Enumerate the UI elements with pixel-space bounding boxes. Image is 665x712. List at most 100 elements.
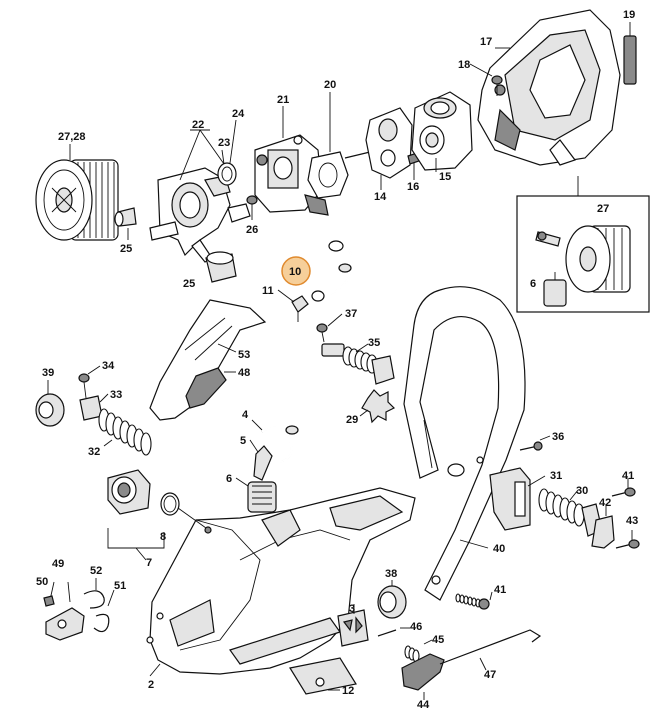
intake-boot-part[interactable] — [411, 91, 473, 171]
label-41a: 41 — [622, 470, 634, 482]
label-20: 20 — [324, 79, 336, 91]
filter-inset-part[interactable] — [565, 225, 631, 293]
label-14: 14 — [374, 191, 387, 203]
screw-37-part[interactable] — [316, 323, 328, 343]
label-35: 35 — [368, 337, 380, 349]
label-30: 30 — [576, 485, 588, 497]
label-10: 10 — [289, 266, 301, 278]
damping-strip-part[interactable] — [623, 35, 637, 85]
label-44: 44 — [417, 699, 430, 711]
plug-38-part[interactable] — [377, 585, 407, 619]
seal-8-part[interactable] — [160, 492, 212, 534]
lever-44-part[interactable] — [401, 653, 445, 691]
label-39: 39 — [42, 367, 54, 379]
label-50: 50 — [36, 576, 48, 588]
tank-cap-7-part[interactable] — [107, 469, 151, 515]
label-26: 26 — [246, 224, 258, 236]
handlebar-part[interactable] — [403, 286, 526, 601]
pin-46-part[interactable] — [377, 629, 397, 637]
support-bracket-part[interactable] — [489, 467, 531, 531]
screw-36-part[interactable] — [519, 441, 543, 451]
annular-buffer-part[interactable] — [321, 343, 395, 385]
label-25a: 25 — [120, 243, 132, 255]
label-2: 2 — [148, 679, 154, 691]
label-29: 29 — [346, 414, 358, 426]
plate-12-part[interactable] — [289, 657, 357, 695]
clip-50-part[interactable] — [43, 595, 55, 607]
grommet-part[interactable] — [205, 251, 237, 283]
screw-41-part[interactable] — [611, 487, 636, 497]
spring-clip-51-part[interactable] — [93, 613, 110, 633]
label-6a: 6 — [530, 278, 536, 290]
plug-33-part[interactable] — [79, 395, 103, 421]
hose-5-part[interactable] — [253, 445, 273, 481]
label-21: 21 — [277, 94, 289, 106]
label-24: 24 — [232, 108, 245, 120]
wire-clip-52-part[interactable] — [83, 590, 105, 609]
throttle-trigger-housing-part[interactable] — [149, 299, 267, 421]
label-18: 18 — [458, 59, 470, 71]
label-47: 47 — [484, 669, 496, 681]
label-52: 52 — [90, 565, 102, 577]
star-washer-part[interactable] — [361, 389, 396, 424]
screw-housing-part[interactable] — [491, 75, 503, 96]
label-16: 16 — [407, 181, 419, 193]
inset-box — [516, 176, 650, 313]
label-8: 8 — [160, 531, 166, 543]
highlight-marker[interactable] — [281, 256, 311, 286]
air-filter-part[interactable] — [35, 159, 119, 241]
bracket-42-part[interactable] — [591, 515, 615, 549]
label-22: 22 — [192, 119, 204, 131]
fitting-part[interactable] — [291, 295, 309, 322]
intake-housing-part[interactable] — [149, 167, 251, 263]
label-43: 43 — [626, 515, 638, 527]
label-12: 12 — [342, 685, 354, 697]
fuel-filter-inset-part[interactable] — [543, 272, 567, 307]
label-23: 23 — [218, 137, 230, 149]
spring-45-part[interactable] — [404, 645, 420, 663]
screw-part[interactable] — [246, 195, 258, 220]
label-38: 38 — [385, 568, 397, 580]
screw-34-part[interactable] — [78, 373, 90, 399]
label-49: 49 — [52, 558, 64, 570]
label-51: 51 — [114, 580, 126, 592]
screw-43-part[interactable] — [615, 539, 640, 549]
label-19: 19 — [623, 9, 635, 21]
rod-47-part[interactable] — [439, 629, 542, 665]
label-5: 5 — [240, 435, 246, 447]
spring-32-part[interactable] — [98, 408, 152, 456]
trigger-48-part[interactable] — [185, 367, 227, 409]
screw-41b-part[interactable] — [455, 593, 490, 610]
label-31: 31 — [550, 470, 562, 482]
warning-label-part[interactable] — [337, 609, 369, 647]
label-25b: 25 — [183, 278, 195, 290]
fuel-filter-6-part[interactable] — [247, 481, 277, 513]
gasket-part[interactable] — [307, 151, 349, 199]
label-27-28: 27,28 — [58, 131, 86, 143]
label-11: 11 — [262, 285, 274, 297]
label-48: 48 — [238, 367, 250, 379]
engine-housing-part[interactable] — [477, 9, 621, 166]
label-42: 42 — [599, 497, 611, 509]
label-53: 53 — [238, 349, 250, 361]
label-15: 15 — [439, 171, 451, 183]
carburetor-part[interactable] — [254, 134, 329, 216]
bracket-49-part[interactable] — [45, 581, 85, 641]
label-37: 37 — [345, 308, 357, 320]
o-ring-part[interactable] — [217, 162, 237, 186]
manifold-part[interactable] — [344, 107, 413, 179]
label-7: 7 — [146, 557, 152, 569]
label-33: 33 — [110, 389, 122, 401]
fuel-line-part[interactable] — [311, 240, 354, 302]
cap-39-part[interactable] — [35, 393, 65, 427]
label-32: 32 — [88, 446, 100, 458]
label-46: 46 — [410, 621, 422, 633]
fuel-tank-housing-part[interactable] — [146, 487, 416, 675]
label-27: 27 — [597, 203, 609, 215]
rubber-plug-part[interactable] — [114, 207, 137, 227]
label-36: 36 — [552, 431, 564, 443]
spring-30-part[interactable] — [538, 488, 603, 537]
label-17: 17 — [480, 36, 492, 48]
adapter-inset-part[interactable] — [535, 231, 561, 247]
